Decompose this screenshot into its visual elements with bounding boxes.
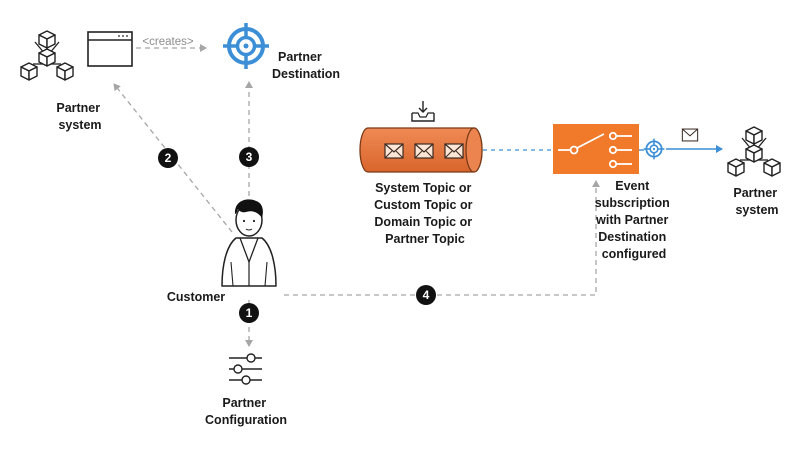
step-4-arrow [284, 180, 600, 296]
switch-icon [553, 124, 639, 174]
blocks-icon [21, 31, 73, 80]
topic-label: System Topic or Custom Topic or Domain T… [374, 181, 476, 246]
target-icon [221, 21, 271, 71]
step-2-badge: 2 [158, 148, 178, 168]
envelope-icon [681, 128, 699, 142]
event-subscription-label: Event subscription with Partner Destinat… [595, 179, 674, 261]
svg-text:2: 2 [165, 151, 172, 165]
svg-text:3: 3 [246, 150, 253, 164]
step-4-badge: 4 [416, 285, 436, 305]
sliders-icon [229, 353, 262, 385]
partner-configuration-label: Partner Configuration [205, 396, 287, 427]
customer-label: Customer [167, 290, 225, 304]
svg-text:4: 4 [423, 288, 430, 302]
step-3-badge: 3 [239, 147, 259, 167]
partner-system-left-label: Partner system [56, 101, 103, 132]
envelope-icon [384, 143, 404, 159]
envelope-icon [414, 143, 434, 159]
svg-text:1: 1 [246, 306, 253, 320]
person-icon [221, 199, 277, 287]
partner-system-right-label: Partner system [733, 186, 780, 217]
inbox-icon [411, 101, 435, 122]
blocks-icon [728, 127, 780, 176]
creates-label: <creates> [142, 36, 193, 48]
partner-destination-label: Partner Destination [272, 50, 340, 81]
target-icon [642, 137, 666, 161]
envelope-icon [444, 143, 464, 159]
step-1-badge: 1 [239, 303, 259, 323]
browser-window-icon [87, 31, 133, 67]
